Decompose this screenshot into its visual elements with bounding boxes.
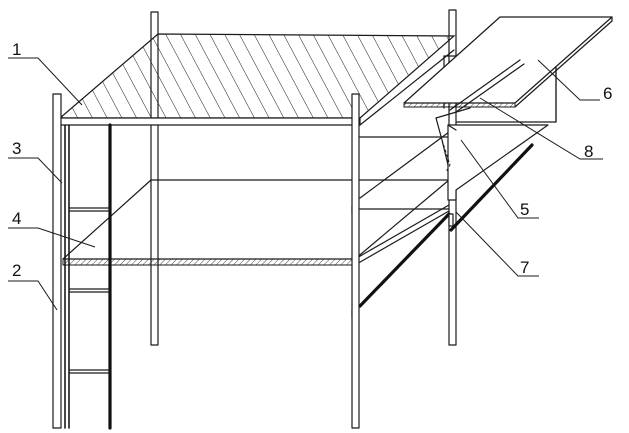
callout-6: 6 <box>603 84 612 103</box>
callout-leaders <box>8 57 603 311</box>
callout-8: 8 <box>584 142 593 161</box>
right-side-rails <box>359 131 450 210</box>
callout-labels: 1 2 3 4 5 6 7 8 <box>12 40 612 280</box>
ladder <box>64 123 112 430</box>
front-posts <box>52 93 360 429</box>
lower-board <box>62 179 450 266</box>
callout-3: 3 <box>12 139 21 158</box>
upper-bed-deck <box>57 33 456 126</box>
callout-2: 2 <box>12 261 21 280</box>
callout-4: 4 <box>12 209 21 228</box>
callout-5: 5 <box>520 200 529 219</box>
callout-7: 7 <box>520 258 529 277</box>
callout-1: 1 <box>12 40 21 59</box>
support-struts <box>351 143 534 318</box>
fold-desk-assembly <box>403 16 613 201</box>
